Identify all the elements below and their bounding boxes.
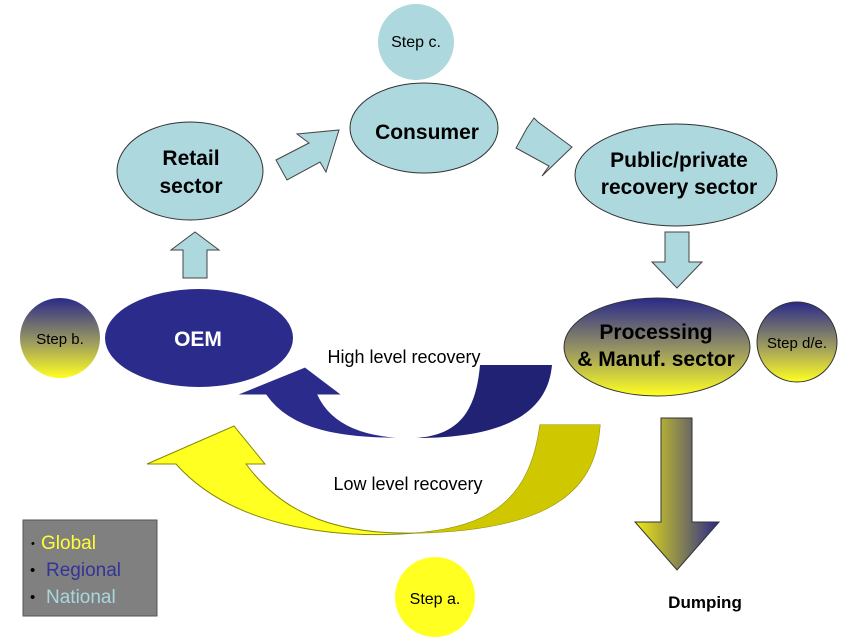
processing-label-line2: & Manuf. sector <box>577 348 735 371</box>
legend-box <box>22 519 158 617</box>
legend-bullet-global: • <box>31 538 35 550</box>
high-recovery-arrow-tail <box>416 365 552 438</box>
recovery-node <box>574 123 778 227</box>
legend-item-regional: Regional <box>46 560 121 581</box>
recovery-label-line2: recovery sector <box>601 176 757 199</box>
step-c-label: Step c. <box>391 34 441 51</box>
processing-label-line1: Processing <box>599 321 712 344</box>
oem-node <box>105 289 293 387</box>
dumping-label: Dumping <box>668 593 742 612</box>
low-recovery-label: Low level recovery <box>333 474 482 494</box>
arrow-recovery-to-processing <box>650 231 704 289</box>
step-a-circle <box>395 557 475 637</box>
recovery-label-line1: Public/private <box>610 149 748 172</box>
step-de-circle <box>756 301 838 383</box>
retail-label-line1: Retail <box>162 147 219 170</box>
consumer-node <box>349 82 499 174</box>
step-b-label: Step b. <box>36 331 84 348</box>
arrow-retail-to-consumer <box>275 129 340 181</box>
step-b-circle <box>20 298 100 378</box>
step-a-label: Step a. <box>410 591 461 608</box>
step-c-circle <box>378 4 454 80</box>
legend-bullet-national: • <box>30 589 35 606</box>
retail-node <box>116 121 264 221</box>
high-recovery-label: High level recovery <box>327 347 480 367</box>
low-recovery-arrow-tail <box>416 425 600 533</box>
retail-label-line2: sector <box>159 175 222 198</box>
legend-item-global: Global <box>41 533 96 554</box>
oem-label: OEM <box>174 328 222 351</box>
arrow-oem-to-retail <box>169 231 221 279</box>
legend-bullet-regional: • <box>30 562 35 579</box>
processing-node <box>563 297 751 397</box>
step-de-label: Step d/e. <box>767 335 827 352</box>
arrow-consumer-to-recovery <box>515 117 573 177</box>
legend-item-national: National <box>46 587 116 608</box>
consumer-label: Consumer <box>375 121 479 144</box>
dumping-arrow <box>633 417 721 571</box>
